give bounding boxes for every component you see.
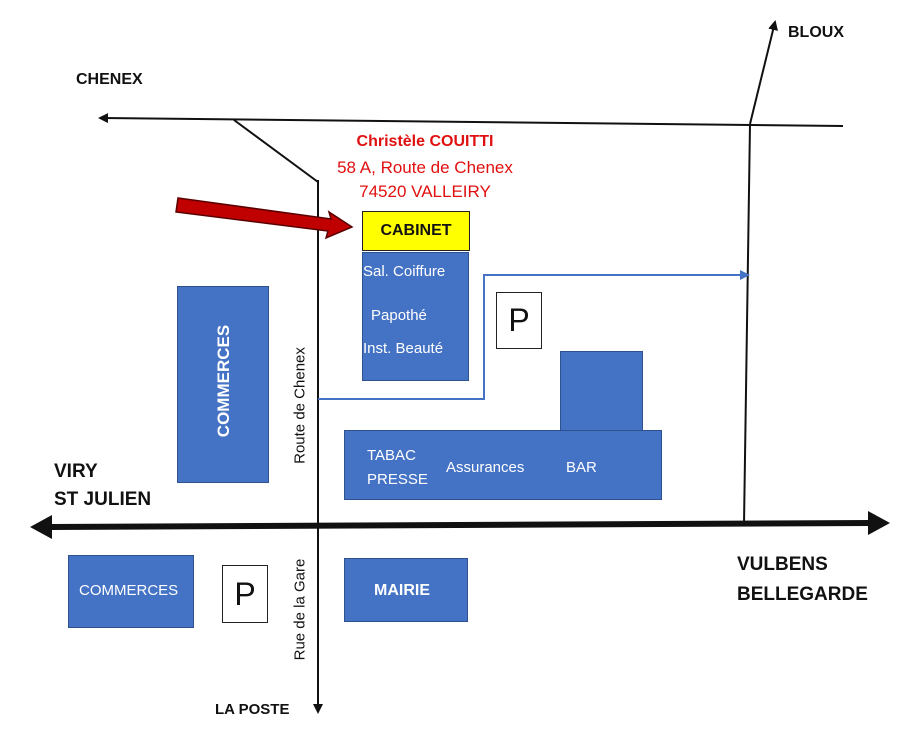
commerces-vertical-label: COMMERCES (214, 324, 233, 438)
parking-icon-lower: P (222, 565, 268, 623)
road-main-arrow-left (30, 515, 52, 539)
label-bloux: BLOUX (788, 24, 844, 41)
commerces-building-vertical: COMMERCES (177, 286, 269, 483)
address-street: 58 A, Route de Chenex (337, 158, 513, 177)
label-bellegarde: BELLEGARDE (737, 584, 868, 605)
label-viry: VIRY (54, 461, 98, 482)
mairie-label: MAIRIE (374, 582, 430, 599)
label-la-poste: LA POSTE (215, 701, 290, 718)
road-chenex (98, 113, 844, 127)
mairie-building: MAIRIE (344, 558, 468, 622)
cabinet-box: CABINET (362, 211, 470, 251)
shop-sal-coiffure: Sal. Coiffure (363, 263, 446, 280)
tabac-building: TABAC PRESSE Assurances BAR (344, 430, 662, 500)
parking-icon: P (496, 292, 542, 349)
label-route-de-chenex: Route de Chenex (291, 347, 309, 464)
road-right-vertical (743, 123, 751, 525)
red-arrow-icon (175, 197, 354, 240)
shop-bar: BAR (566, 459, 597, 476)
shop-assurances: Assurances (446, 459, 525, 476)
shop-inst-beaute: Inst. Beauté (363, 340, 444, 357)
road-bloux (749, 20, 778, 125)
bar-tower (560, 351, 643, 431)
address-city: 74520 VALLEIRY (359, 182, 491, 201)
cabinet-building: Sal. Coiffure Papothé Inst. Beauté (362, 252, 469, 381)
road-main (49, 520, 871, 530)
label-st-julien: ST JULIEN (54, 489, 152, 510)
commerces-lower-label: COMMERCES (79, 582, 179, 599)
address-name: Christèle COUITTI (356, 133, 494, 150)
shop-presse: PRESSE (367, 471, 428, 488)
route-path (318, 270, 750, 400)
label-vulbens: VULBENS (737, 554, 828, 575)
label-rue-de-la-gare: Rue de la Gare (291, 558, 309, 661)
shop-papothe: Papothé (371, 307, 427, 324)
label-chenex: CHENEX (76, 71, 143, 88)
road-diagonal (233, 119, 319, 183)
commerces-building-lower: COMMERCES (68, 555, 194, 628)
road-main-arrow-right (868, 511, 890, 535)
shop-tabac: TABAC (367, 447, 416, 464)
